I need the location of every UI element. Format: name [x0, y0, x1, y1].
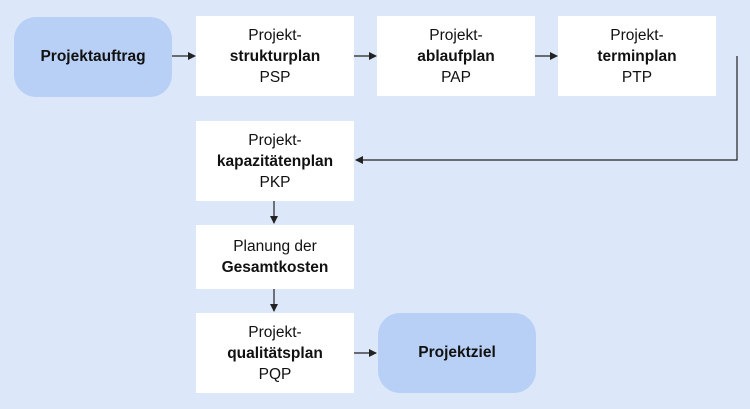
- arrow-ptp-to-pkp: [355, 56, 738, 164]
- node-projektziel: Projektziel: [378, 313, 536, 393]
- node-ptp-line1: Projekt-: [610, 26, 664, 44]
- node-psp: Projekt- strukturplan PSP: [196, 16, 354, 96]
- node-projektauftrag: Projektauftrag: [14, 17, 172, 97]
- node-gesamtkosten: Planung der Gesamtkosten: [196, 225, 354, 289]
- node-pkp: Projekt- kapazitätenplan PKP: [196, 121, 354, 201]
- node-gesamtkosten-line1: Planung der: [233, 238, 317, 255]
- node-pkp-abbr: PKP: [259, 173, 291, 191]
- node-ptp-abbr: PTP: [621, 68, 653, 86]
- node-pqp-abbr: PQP: [258, 365, 292, 383]
- node-ptp: Projekt- terminplan PTP: [558, 16, 716, 96]
- node-pqp: Projekt- qualitätsplan PQP: [196, 313, 354, 393]
- node-ptp-title: terminplan: [597, 47, 677, 65]
- node-projektauftrag-label: Projektauftrag: [40, 48, 146, 65]
- node-pkp-line1: Projekt-: [248, 131, 302, 149]
- node-psp-abbr: PSP: [259, 68, 291, 86]
- node-pqp-title: qualitätsplan: [227, 344, 323, 362]
- node-psp-line1: Projekt-: [248, 26, 302, 44]
- node-psp-title: strukturplan: [229, 47, 321, 65]
- node-pap-line1: Projekt-: [429, 26, 483, 44]
- node-pqp-line1: Projekt-: [248, 323, 302, 341]
- node-pap-title: ablaufplan: [417, 47, 495, 65]
- node-pap: Projekt- ablaufplan PAP: [377, 16, 535, 96]
- node-pap-abbr: PAP: [441, 68, 471, 86]
- node-projektziel-label: Projektziel: [418, 344, 496, 361]
- node-gesamtkosten-title: Gesamtkosten: [221, 259, 329, 276]
- node-pkp-title: kapazitätenplan: [216, 152, 334, 170]
